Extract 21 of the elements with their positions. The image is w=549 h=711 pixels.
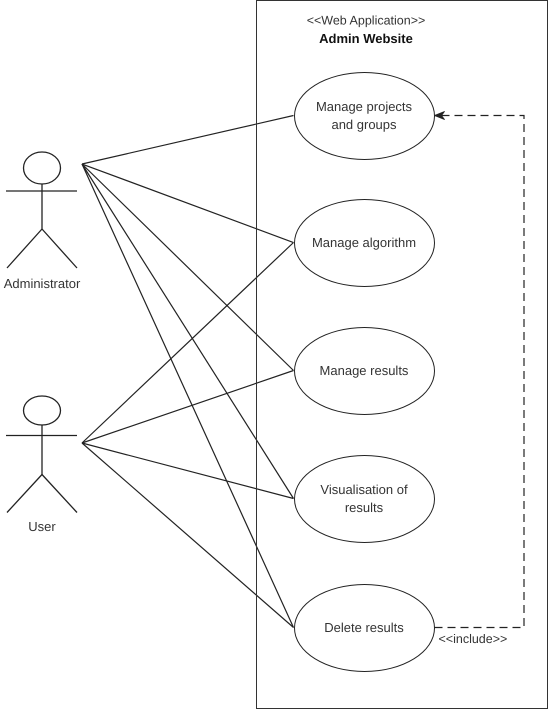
connector-line	[82, 442, 294, 500]
connector-line	[82, 164, 294, 499]
use-case-label: Manage algorithm	[312, 234, 416, 252]
use-case-label: Manage results	[320, 362, 408, 380]
connector-line	[82, 370, 294, 444]
connector-line	[82, 163, 294, 244]
connector-line	[82, 442, 294, 628]
use-case-label: Manage projects and groups	[314, 98, 414, 134]
actor-label: User	[28, 519, 56, 535]
use-case-label: Visualisation of results	[319, 480, 409, 516]
connector-line	[82, 114, 294, 165]
stereotype-label: <<Web Application>>	[306, 14, 426, 28]
system-boundary	[256, 0, 548, 709]
system-name: Admin Website	[319, 31, 413, 47]
dashed-connector-arrow	[434, 111, 525, 628]
edge-label: <<include>>	[438, 632, 508, 646]
actor-label: Administrator	[4, 276, 80, 292]
connector-line	[82, 164, 294, 371]
connector-line	[81, 164, 294, 628]
connector-line	[82, 242, 294, 444]
use-case-label: Delete results	[324, 618, 404, 636]
